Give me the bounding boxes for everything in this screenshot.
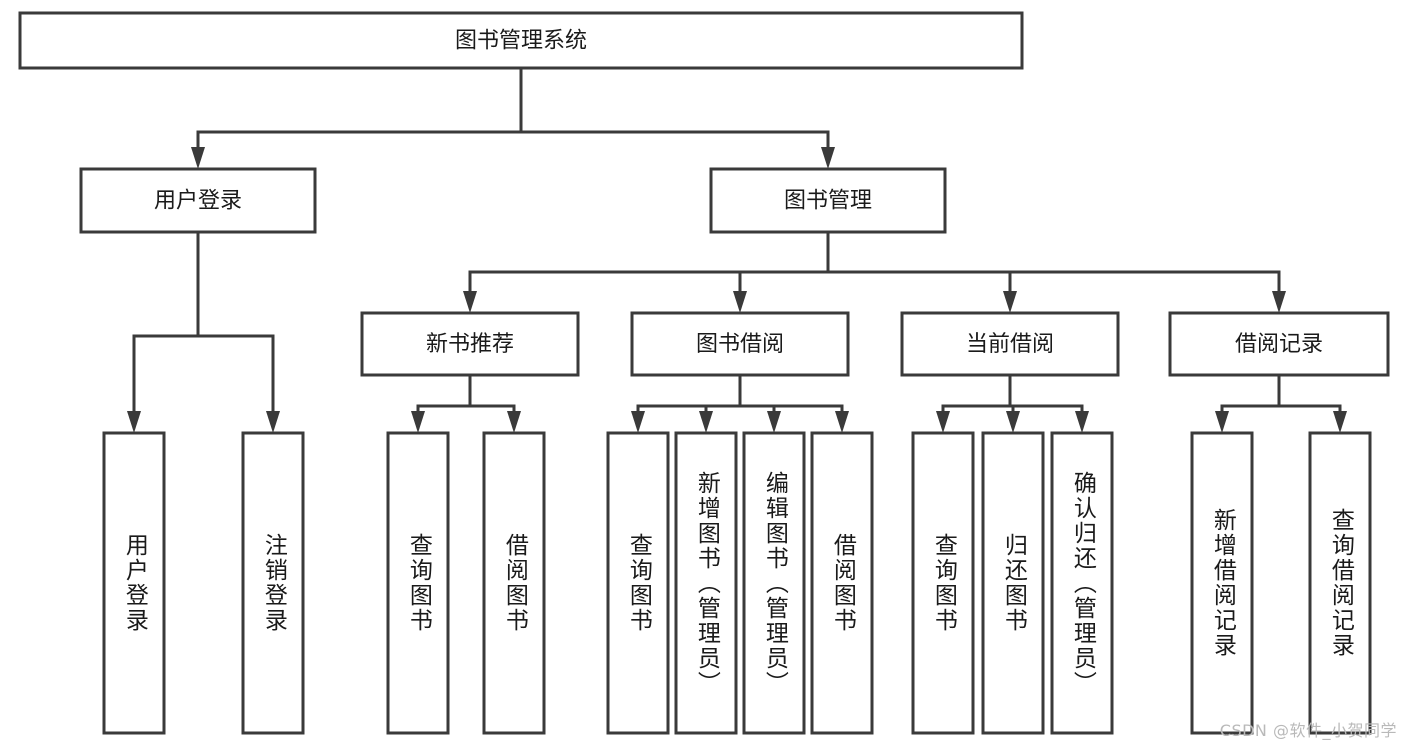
arrow-down-icon	[835, 411, 849, 433]
arrow-down-icon	[1272, 291, 1286, 313]
leaf-node-box[interactable]	[606, 431, 670, 735]
arrow-down-icon	[1215, 411, 1229, 433]
leaf-node-box[interactable]	[1050, 431, 1114, 735]
arrow-down-icon	[411, 411, 425, 433]
leaf-node-box[interactable]	[386, 431, 450, 735]
leaf-node-box[interactable]	[1190, 431, 1254, 735]
leaf-node-box[interactable]	[911, 431, 975, 735]
level2-node-box[interactable]	[709, 167, 947, 234]
arrow-down-icon	[936, 411, 950, 433]
arrow-down-icon	[699, 411, 713, 433]
arrow-down-icon	[507, 411, 521, 433]
leaf-node-box[interactable]	[102, 431, 166, 735]
node-layer	[18, 11, 1390, 735]
level2-node-box[interactable]	[79, 167, 317, 234]
level3-node-box[interactable]	[630, 311, 850, 377]
level3-node-box[interactable]	[360, 311, 580, 377]
watermark: CSDN @软件_小贺同学	[1219, 721, 1397, 740]
arrow-down-icon	[127, 411, 141, 433]
arrow-down-icon	[266, 411, 280, 433]
arrow-down-icon	[191, 147, 205, 169]
arrow-down-icon	[1333, 411, 1347, 433]
arrow-down-icon	[1006, 411, 1020, 433]
leaf-node-box[interactable]	[981, 431, 1045, 735]
level3-node-label: 当前借阅	[966, 332, 1054, 357]
level3-node-label: 新书推荐	[426, 332, 514, 357]
arrow-down-icon	[821, 147, 835, 169]
root-node-label: 图书管理系统	[455, 29, 587, 54]
arrow-down-icon	[631, 411, 645, 433]
leaf-node-box[interactable]	[241, 431, 305, 735]
level2-node-label: 用户登录	[154, 189, 242, 214]
leaf-node-box[interactable]	[1308, 431, 1372, 735]
arrow-down-icon	[767, 411, 781, 433]
level2-node-label: 图书管理	[784, 189, 872, 214]
arrow-down-icon	[463, 291, 477, 313]
leaf-node-box[interactable]	[742, 431, 806, 735]
leaf-node-box[interactable]	[674, 431, 738, 735]
level3-node-label: 图书借阅	[696, 332, 784, 357]
leaf-node-box[interactable]	[482, 431, 546, 735]
level3-node-box[interactable]	[900, 311, 1120, 377]
arrow-down-icon	[733, 291, 747, 313]
arrow-down-icon	[1075, 411, 1089, 433]
level3-node-label: 借阅记录	[1235, 332, 1323, 357]
root-node-box[interactable]	[18, 11, 1024, 70]
leaf-node-box[interactable]	[810, 431, 874, 735]
level3-node-box[interactable]	[1168, 311, 1390, 377]
connector-layer	[127, 66, 1347, 433]
arrow-down-icon	[1003, 291, 1017, 313]
